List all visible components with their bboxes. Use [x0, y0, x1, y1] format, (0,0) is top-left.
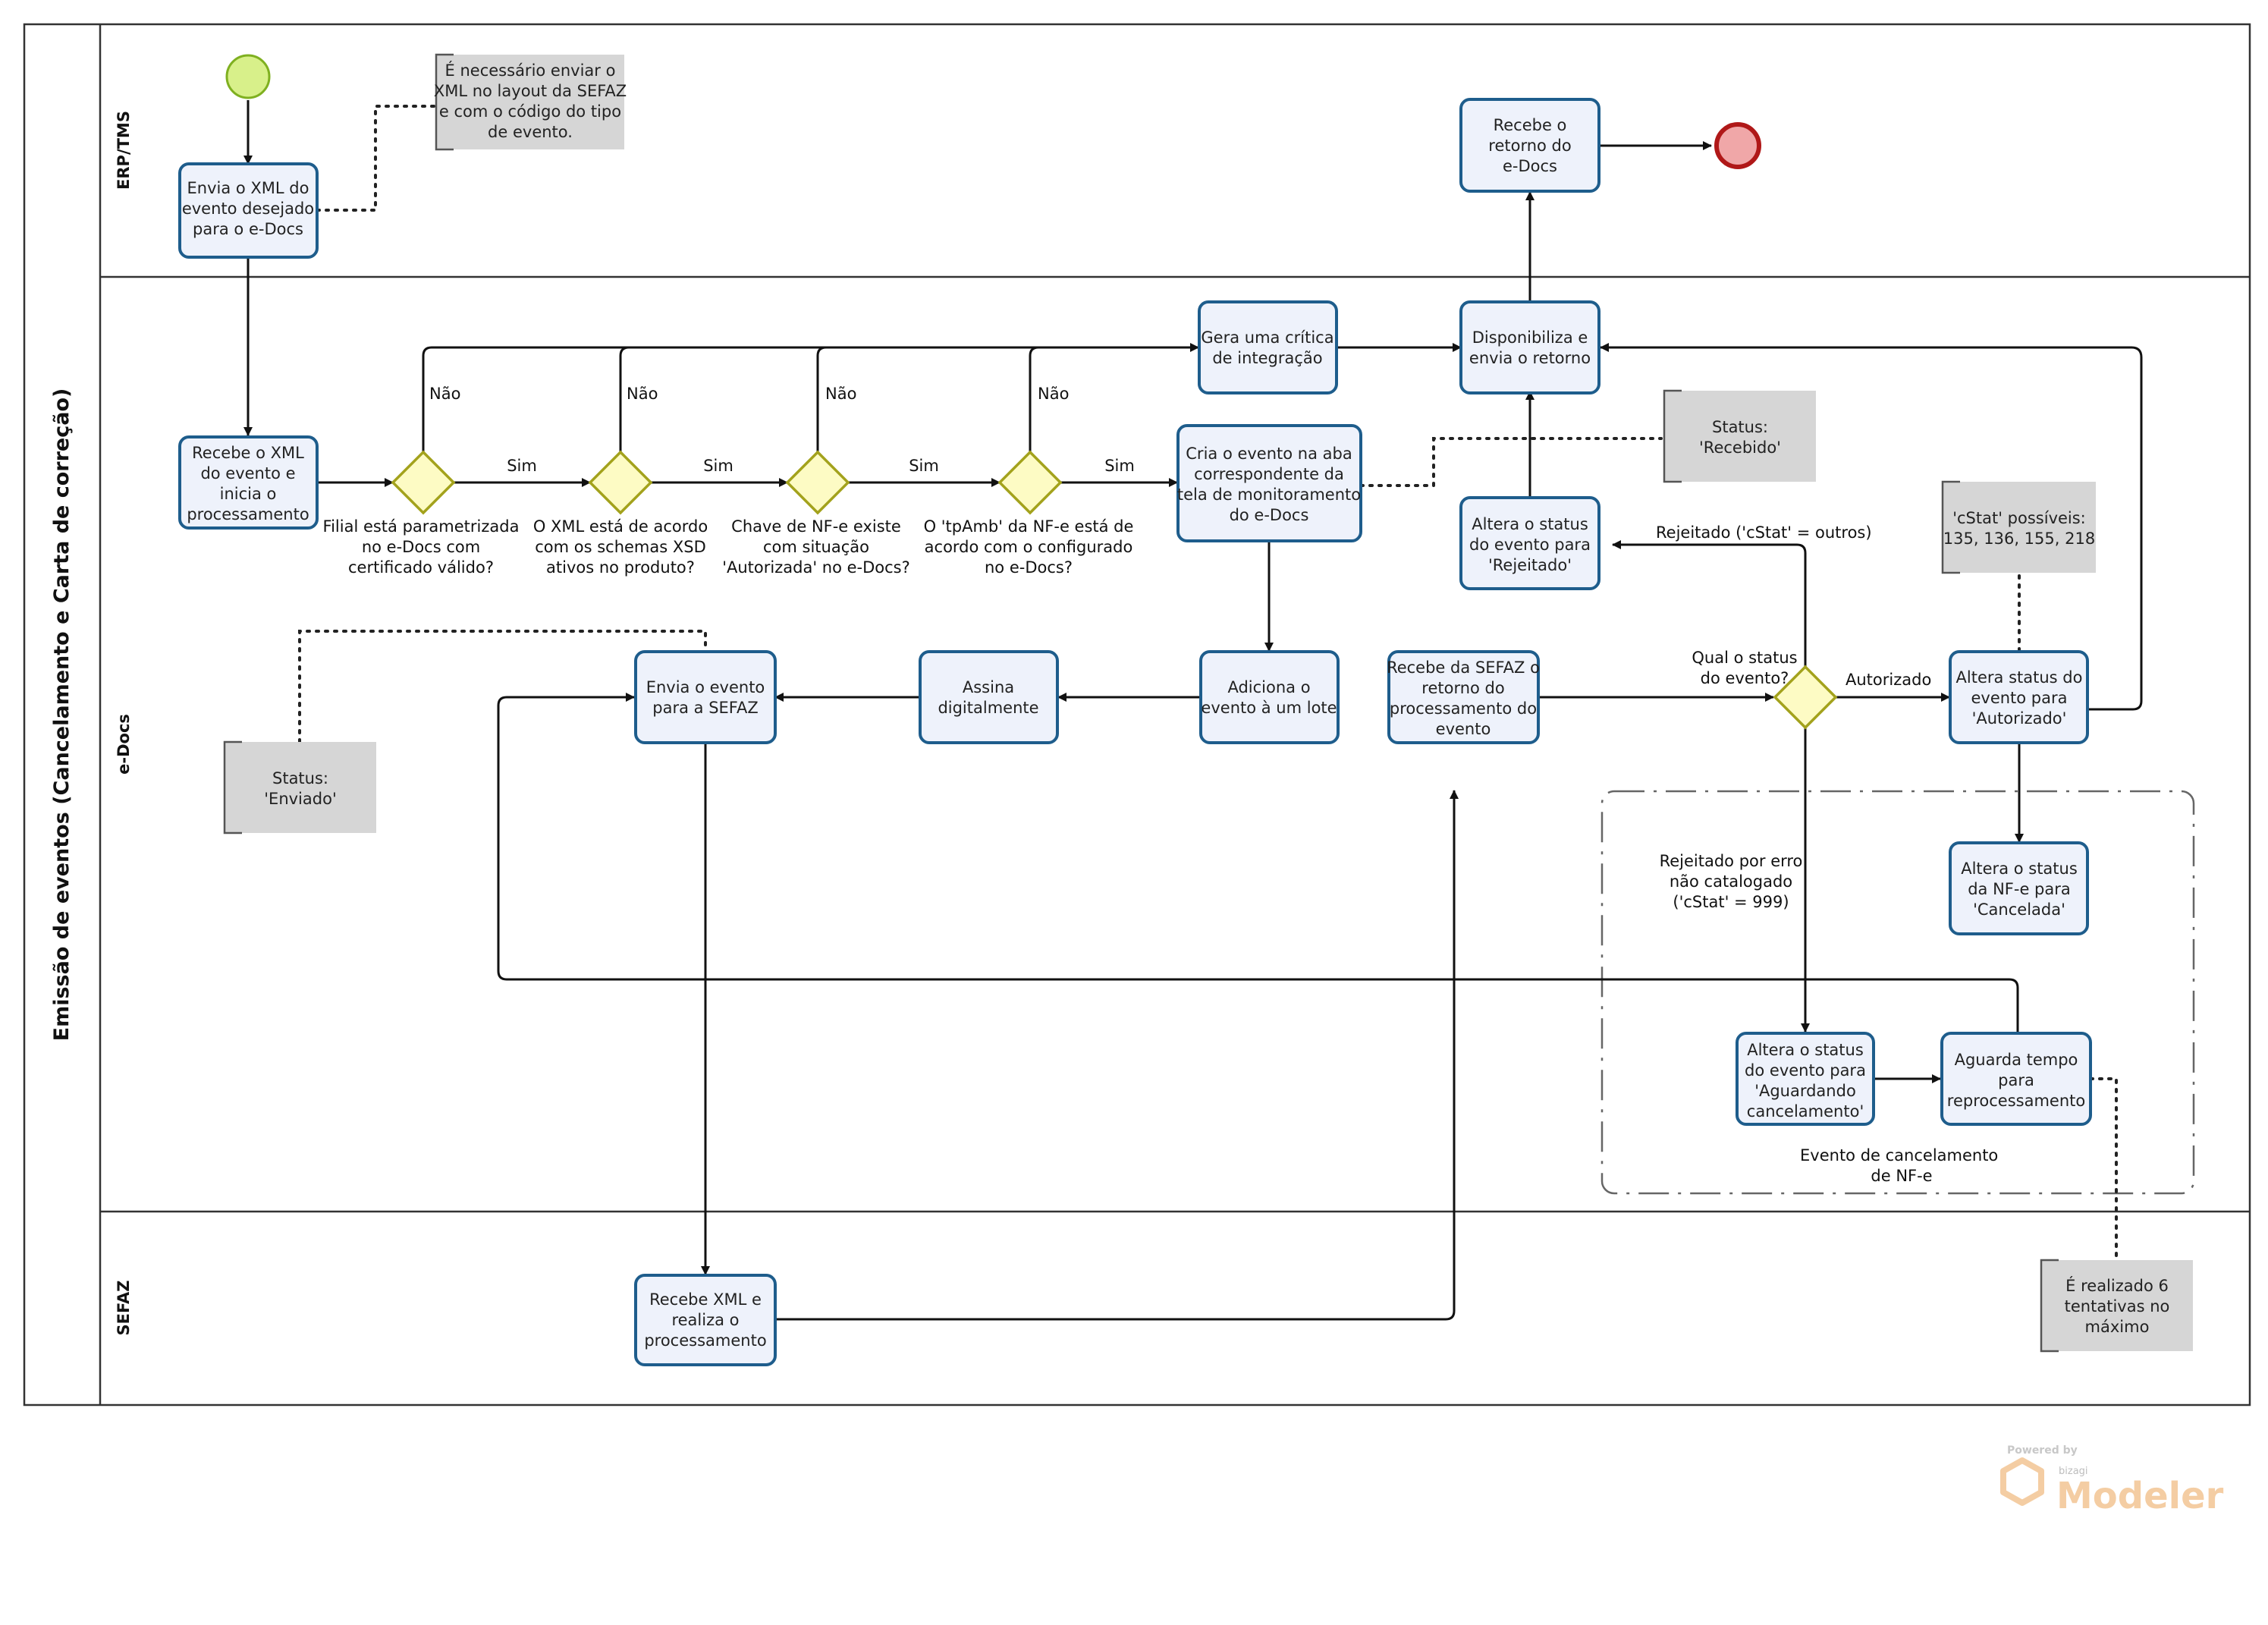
note-cstat-possiveis: 'cStat' possíveis:135, 136, 155, 218 [1941, 480, 2096, 574]
bizagi-text: bizagi [2059, 1466, 2088, 1477]
label-nao-4: Não [1038, 385, 1069, 403]
svg-text:Status:'Recebido': Status:'Recebido' [1699, 418, 1781, 457]
powered-by-text: Powered by [2007, 1444, 2078, 1457]
label-sim-4: Sim [1104, 457, 1135, 475]
label-nao-2: Não [627, 385, 658, 403]
label-sim-3: Sim [909, 457, 939, 475]
label-nao-1: Não [429, 385, 460, 403]
flow-recebe-xml-to-recebe-sefaz [775, 790, 1459, 1321]
svg-text:Status:'Enviado': Status:'Enviado' [264, 769, 336, 808]
lane-edocs-label: e-Docs [115, 714, 133, 775]
flow-g4-nao [1029, 346, 1039, 452]
start-event [225, 54, 271, 99]
flow-autorizado-to-disp [1600, 343, 2143, 711]
group-label: Evento de cancelamento de NF-e [1800, 1146, 2003, 1185]
flow-g1-nao [422, 343, 1199, 452]
label-nao-3: Não [825, 385, 856, 403]
svg-text:'cStat' possíveis:135, 136, 15: 'cStat' possíveis:135, 136, 155, 218 [1943, 509, 2095, 548]
label-autorizado: Autorizado [1845, 671, 1931, 689]
sequence-flows [243, 100, 2143, 1321]
associations [298, 105, 2118, 1261]
lane-erp-label: ERP/TMS [115, 111, 133, 190]
group-evento-cancelamento: Evento de cancelamento de NF-e [1600, 790, 2195, 1195]
flow-g2-nao [619, 346, 630, 452]
note-status-recebido: Status:'Recebido' [1663, 389, 1816, 483]
note-status-enviado: Status:'Enviado' [223, 740, 376, 835]
flow-g3-nao [816, 346, 827, 452]
pool-title: Emissão de eventos (Cancelamento e Carta… [50, 388, 74, 1042]
flow-g5-rejeitado-outros [1612, 540, 1807, 667]
modeler-text: Modeler [2056, 1475, 2224, 1517]
flow-aguarda-to-envia-sefaz [497, 693, 2019, 1033]
label-sim-2: Sim [703, 457, 733, 475]
bizagi-logo-icon [2000, 1457, 2044, 1506]
lane-sefaz-label: SEFAZ [115, 1281, 133, 1336]
label-rejeitado-outros: Rejeitado ('cStat' = outros) [1656, 523, 1872, 542]
pool: Emissão de eventos (Cancelamento e Carta… [23, 23, 2251, 1407]
end-event [1714, 122, 1761, 169]
bizagi-watermark: Powered by bizagi Modeler [2000, 1444, 2224, 1517]
label-sim-1: Sim [507, 457, 537, 475]
flow-labels: Não Não Não Não Sim Sim Sim Sim Rejeitad… [429, 385, 1931, 911]
